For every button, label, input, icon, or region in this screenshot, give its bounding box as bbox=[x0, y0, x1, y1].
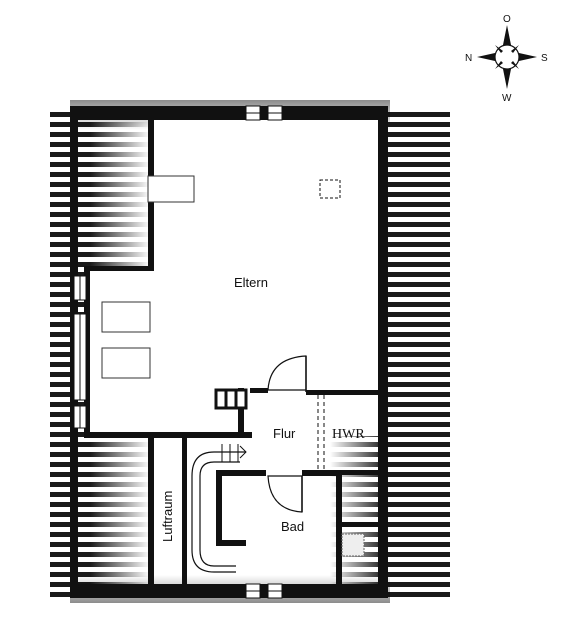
roof-stripe bbox=[330, 242, 450, 247]
compass-label-south: S bbox=[541, 53, 548, 64]
skylight-dashed-icon bbox=[319, 179, 341, 199]
roof-stripe bbox=[330, 282, 450, 287]
roof-stripe bbox=[330, 212, 450, 217]
window-icon bbox=[73, 275, 87, 429]
roof-stripe bbox=[330, 192, 450, 197]
skylight-icon bbox=[101, 175, 195, 379]
roof-stripe bbox=[330, 482, 450, 487]
roof-stripe bbox=[330, 432, 450, 437]
roof-stripe bbox=[330, 502, 450, 507]
window-icon bbox=[245, 105, 283, 121]
roof-stripe bbox=[330, 232, 450, 237]
roof-stripe bbox=[330, 382, 450, 387]
roof-stripe bbox=[330, 492, 450, 497]
compass-rose-icon bbox=[477, 25, 537, 89]
compass-label-east: O bbox=[503, 14, 511, 25]
roof-stripe bbox=[330, 532, 450, 537]
roof-stripe bbox=[330, 542, 450, 547]
roof-stripe bbox=[330, 472, 450, 477]
roof-stripe bbox=[330, 462, 450, 467]
roof-stripe bbox=[330, 332, 450, 337]
roof-stripe bbox=[330, 442, 450, 447]
compass-label-north: N bbox=[465, 53, 472, 64]
roof-stripe bbox=[330, 422, 450, 427]
room-label-flur: Flur bbox=[273, 426, 296, 441]
window-icon bbox=[245, 583, 283, 599]
roof-stripe bbox=[330, 202, 450, 207]
roof-stripe bbox=[330, 352, 450, 357]
roof-stripe bbox=[330, 342, 450, 347]
room-label-luftraum: Luftraum bbox=[160, 491, 175, 542]
roof-stripe bbox=[330, 372, 450, 377]
roof-stripe bbox=[330, 312, 450, 317]
roof-stripe bbox=[330, 222, 450, 227]
roof-stripe bbox=[330, 182, 450, 187]
hwr-dashed-opening bbox=[317, 395, 325, 470]
roof-stripe bbox=[330, 302, 450, 307]
roof-stripe bbox=[330, 262, 450, 267]
roof-stripe bbox=[330, 132, 450, 137]
room-label-eltern: Eltern bbox=[234, 275, 268, 290]
roof-stripe bbox=[330, 512, 450, 517]
chimney-icon bbox=[214, 388, 365, 557]
roof-stripe bbox=[330, 172, 450, 177]
roof-stripe bbox=[330, 152, 450, 157]
stairs-icon bbox=[191, 444, 247, 573]
roof-stripe bbox=[330, 322, 450, 327]
compass-label-west: W bbox=[502, 93, 512, 104]
door-swing-icon bbox=[267, 355, 307, 513]
roof-stripe bbox=[330, 572, 450, 577]
roof-stripe bbox=[330, 452, 450, 457]
roof-stripe bbox=[330, 142, 450, 147]
roof-stripe bbox=[330, 162, 450, 167]
roof-stripe bbox=[330, 552, 450, 557]
roof-stripe bbox=[330, 392, 450, 397]
roof-stripe bbox=[330, 292, 450, 297]
roof-stripe bbox=[330, 402, 450, 407]
roof-stripe bbox=[330, 252, 450, 257]
room-label-bad: Bad bbox=[281, 519, 304, 534]
roof-stripe bbox=[330, 272, 450, 277]
roof-stripe bbox=[330, 412, 450, 417]
roof-stripe bbox=[330, 522, 450, 527]
room-label-hwr: HWR bbox=[332, 427, 365, 442]
roof-stripe bbox=[330, 562, 450, 567]
roof-stripe bbox=[330, 362, 450, 367]
